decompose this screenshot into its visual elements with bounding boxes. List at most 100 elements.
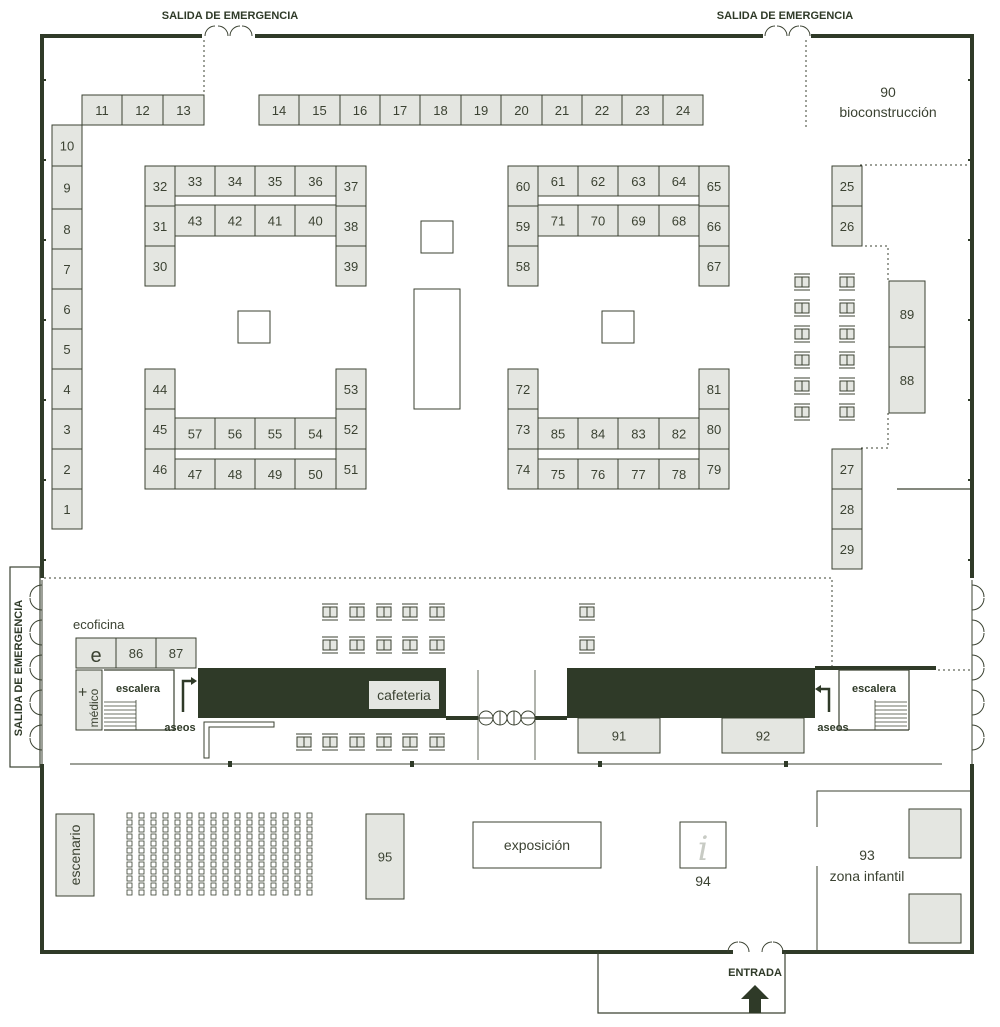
audience-seat [306, 889, 313, 896]
booth-20[interactable]: 20 [500, 94, 543, 126]
booth-32[interactable]: 32 [144, 165, 176, 207]
booth-number: 14 [272, 103, 286, 118]
booth-17[interactable]: 17 [379, 94, 421, 126]
booth-54[interactable]: 54 [294, 417, 337, 450]
audience-seat [174, 812, 181, 819]
booth-22[interactable]: 22 [581, 94, 623, 126]
booth-12[interactable]: 12 [121, 94, 164, 126]
booth-39[interactable]: 39 [335, 245, 367, 287]
booth-78[interactable]: 78 [658, 458, 700, 490]
booth-73[interactable]: 73 [507, 408, 539, 450]
booth-87[interactable]: 87 [155, 637, 197, 669]
booth-61[interactable]: 61 [537, 165, 579, 197]
booth-86[interactable]: 86 [115, 637, 157, 669]
booth-2[interactable]: 2 [51, 448, 83, 490]
booth-85[interactable]: 85 [537, 417, 579, 450]
booth-91[interactable]: 91 [577, 717, 661, 754]
booth-64[interactable]: 64 [658, 165, 700, 197]
booth-1[interactable]: 1 [51, 488, 83, 530]
booth-47[interactable]: 47 [174, 458, 216, 490]
booth-79[interactable]: 79 [698, 448, 730, 490]
booth-59[interactable]: 59 [507, 205, 539, 247]
booth-30[interactable]: 30 [144, 245, 176, 287]
booth-46[interactable]: 46 [144, 448, 176, 490]
booth-28[interactable]: 28 [831, 488, 863, 530]
booth-57[interactable]: 57 [174, 417, 216, 450]
booth-63[interactable]: 63 [617, 165, 660, 197]
booth-5[interactable]: 5 [51, 328, 83, 370]
booth-42[interactable]: 42 [214, 204, 256, 237]
medico-room [75, 669, 103, 731]
booth-53[interactable]: 53 [335, 368, 367, 410]
booth-60[interactable]: 60 [507, 165, 539, 207]
booth-38[interactable]: 38 [335, 205, 367, 247]
booth-18[interactable]: 18 [419, 94, 462, 126]
booth-25[interactable]: 25 [831, 165, 863, 207]
booth-10[interactable]: 10 [51, 124, 83, 167]
booth-36[interactable]: 36 [294, 165, 337, 197]
booth-box [214, 417, 256, 450]
exposition-area [472, 821, 602, 869]
booth-52[interactable]: 52 [335, 408, 367, 450]
booth-8[interactable]: 8 [51, 208, 83, 250]
booth-16[interactable]: 16 [339, 94, 381, 126]
booth-7[interactable]: 7 [51, 248, 83, 290]
booth-9[interactable]: 9 [51, 165, 83, 210]
booth-58[interactable]: 58 [507, 245, 539, 287]
booth-74[interactable]: 74 [507, 448, 539, 490]
booth-35[interactable]: 35 [254, 165, 296, 197]
booth-4[interactable]: 4 [51, 368, 83, 410]
booth-31[interactable]: 31 [144, 205, 176, 247]
booth-83[interactable]: 83 [617, 417, 660, 450]
booth-56[interactable]: 56 [214, 417, 256, 450]
booth-92[interactable]: 92 [721, 717, 805, 754]
booth-76[interactable]: 76 [577, 458, 619, 490]
booth-49[interactable]: 49 [254, 458, 296, 490]
booth-89[interactable]: 89 [888, 280, 926, 348]
booth-24[interactable]: 24 [662, 94, 704, 126]
booth-69[interactable]: 69 [617, 204, 660, 237]
booth-72[interactable]: 72 [507, 368, 539, 410]
booth-11[interactable]: 11 [81, 94, 123, 126]
booth-15[interactable]: 15 [298, 94, 341, 126]
booth-82[interactable]: 82 [658, 417, 700, 450]
booth-13[interactable]: 13 [162, 94, 205, 126]
booth-50[interactable]: 50 [294, 458, 337, 490]
booth-3[interactable]: 3 [51, 408, 83, 450]
booth-75[interactable]: 75 [537, 458, 579, 490]
table-icon [376, 733, 392, 751]
booth-51[interactable]: 51 [335, 448, 367, 490]
booth-6[interactable]: 6 [51, 288, 83, 330]
booth-40[interactable]: 40 [294, 204, 337, 237]
booth-27[interactable]: 27 [831, 448, 863, 490]
booth-65[interactable]: 65 [698, 165, 730, 207]
booth-33[interactable]: 33 [174, 165, 216, 197]
booth-19[interactable]: 19 [460, 94, 502, 126]
booth-66[interactable]: 66 [698, 205, 730, 247]
booth-95[interactable]: 95 [365, 813, 405, 900]
booth-43[interactable]: 43 [174, 204, 216, 237]
booth-77[interactable]: 77 [617, 458, 660, 490]
booth-62[interactable]: 62 [577, 165, 619, 197]
booth-14[interactable]: 14 [258, 94, 300, 126]
booth-81[interactable]: 81 [698, 368, 730, 410]
booth-34[interactable]: 34 [214, 165, 256, 197]
booth-88[interactable]: 88 [888, 346, 926, 414]
booth-23[interactable]: 23 [621, 94, 664, 126]
booth-29[interactable]: 29 [831, 528, 863, 570]
booth-80[interactable]: 80 [698, 408, 730, 450]
booth-70[interactable]: 70 [577, 204, 619, 237]
booth-45[interactable]: 45 [144, 408, 176, 450]
booth-44[interactable]: 44 [144, 368, 176, 410]
booth-37[interactable]: 37 [335, 165, 367, 207]
booth-71[interactable]: 71 [537, 204, 579, 237]
booth-41[interactable]: 41 [254, 204, 296, 237]
booth-68[interactable]: 68 [658, 204, 700, 237]
booth-67[interactable]: 67 [698, 245, 730, 287]
booth-55[interactable]: 55 [254, 417, 296, 450]
booth-26[interactable]: 26 [831, 205, 863, 247]
audience-seat [294, 847, 301, 854]
booth-84[interactable]: 84 [577, 417, 619, 450]
booth-21[interactable]: 21 [541, 94, 583, 126]
booth-48[interactable]: 48 [214, 458, 256, 490]
